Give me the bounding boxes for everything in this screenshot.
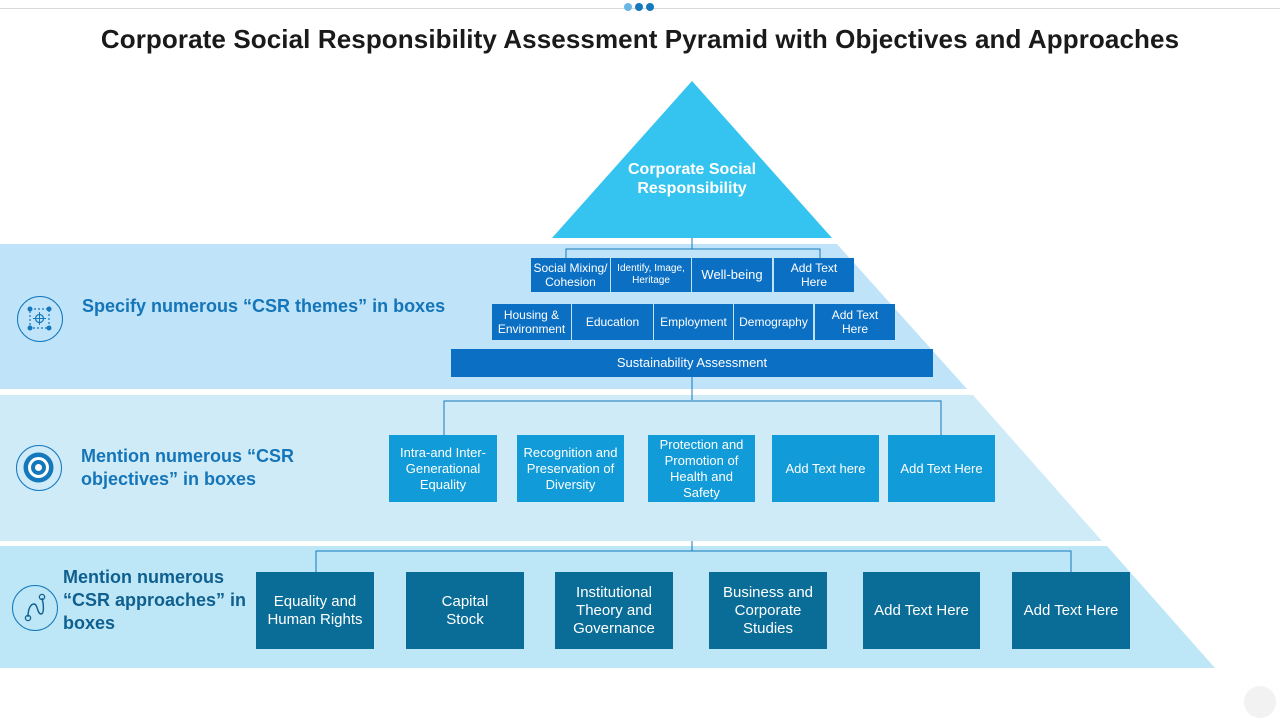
pyramid-top-label: Corporate Social Responsibility (627, 161, 757, 197)
approach-box: Business and Corporate Studies (709, 572, 827, 649)
connectors (315, 238, 1072, 572)
approach-box: Add Text Here (863, 572, 980, 649)
objective-box: Intra-and Inter-Generational Equality (389, 435, 497, 502)
theme-box: Housing & Environment (492, 304, 572, 340)
theme-box: Social Mixing/ Cohesion (531, 258, 611, 292)
objective-box: Add Text here (772, 435, 879, 502)
band-themes-label: Specify numerous “CSR themes” in boxes (82, 296, 446, 316)
route-icon (12, 585, 58, 631)
bullseye-icon (16, 445, 62, 491)
band-objectives-label: Mention numerous “CSR objectives” in box… (81, 446, 295, 489)
sustainability-assessment-box: Sustainability Assessment (451, 349, 933, 377)
header-dot-3 (646, 3, 654, 11)
theme-box: Demography (734, 304, 814, 340)
theme-box: Employment (654, 304, 734, 340)
theme-box: Add Text Here (774, 258, 854, 292)
objective-box: Protection and Promotion of Health and S… (648, 435, 755, 502)
objective-box: Add Text Here (888, 435, 995, 502)
objective-box: Recognition and Preservation of Diversit… (517, 435, 624, 502)
band-approaches-label: Mention numerous “CSR approaches” in box… (63, 567, 247, 633)
corner-decoration (1244, 686, 1276, 718)
header-dot-1 (624, 3, 632, 11)
theme-box: Education (572, 304, 654, 340)
theme-box: Add Text Here (815, 304, 895, 340)
approach-box: Institutional Theory and Governance (555, 572, 673, 649)
header-dots (624, 3, 656, 13)
approach-box: Capital Stock (406, 572, 524, 649)
theme-box: Well-being (692, 258, 773, 292)
approach-box: Add Text Here (1012, 572, 1130, 649)
target-frame-icon (17, 296, 63, 342)
pyramid-top-shape (552, 81, 832, 238)
theme-box: Identify, Image, Heritage (611, 258, 692, 292)
approach-box: Equality and Human Rights (256, 572, 374, 649)
header-dot-2 (635, 3, 643, 11)
page-title: Corporate Social Responsibility Assessme… (100, 24, 1180, 54)
